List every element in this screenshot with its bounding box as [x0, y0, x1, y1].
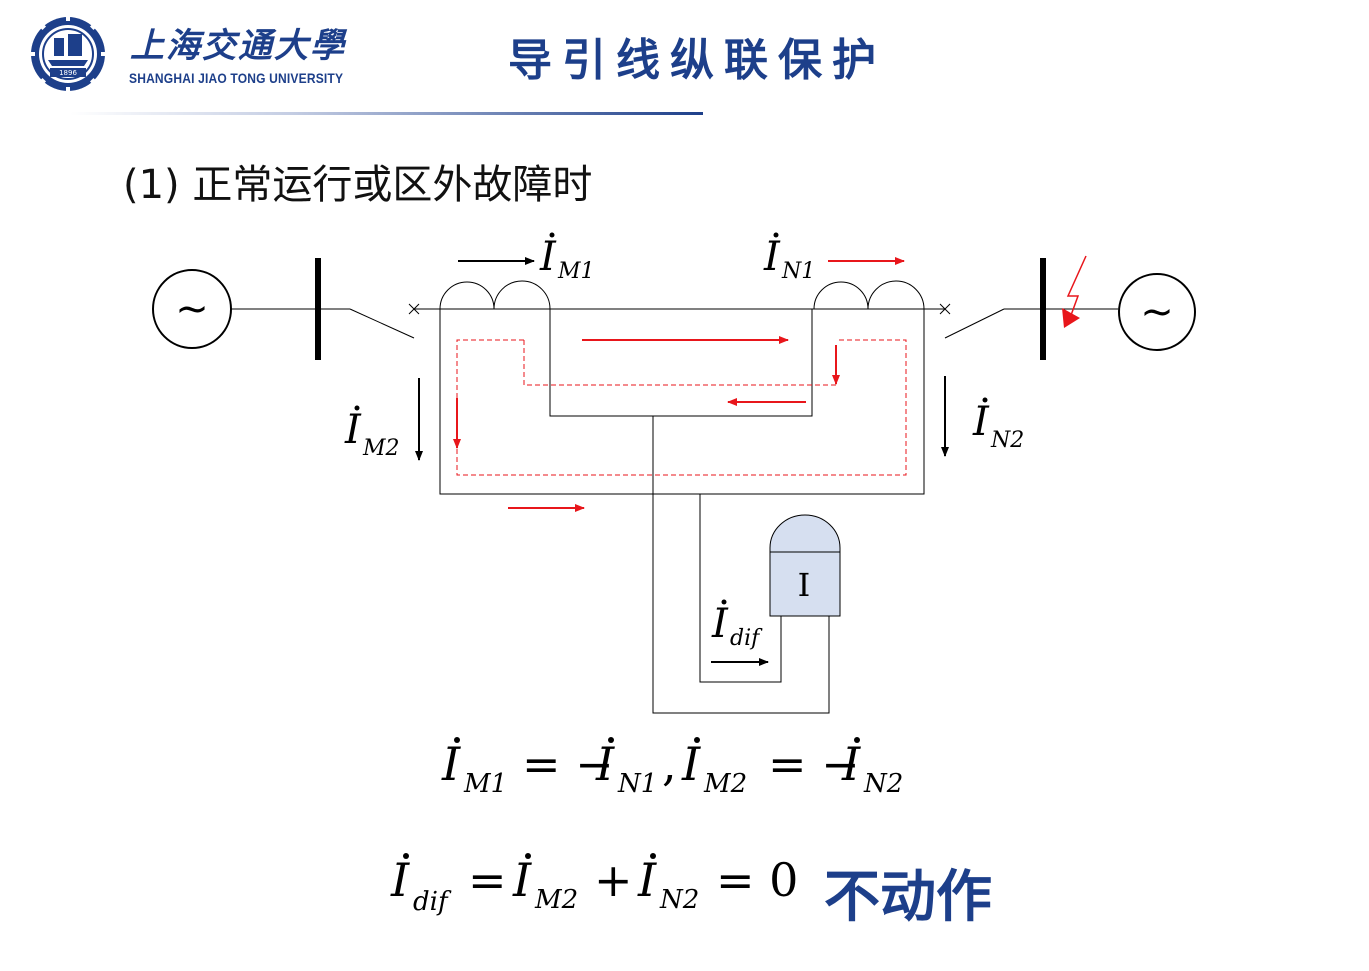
relay-label: I [798, 566, 811, 604]
svg-text:M2: M2 [703, 769, 747, 799]
label-im1: I M1 [539, 232, 595, 284]
section-heading: (1) 正常运行或区外故障时 [123, 162, 593, 208]
svg-text:dif: dif [413, 887, 452, 917]
svg-text:I: I [441, 737, 461, 791]
svg-text:=: = [468, 853, 507, 907]
svg-text:M1: M1 [463, 769, 507, 799]
svg-text:I: I [344, 407, 362, 453]
equation-differential-current: I dif = I M2 + I N2 = 0 [390, 853, 798, 917]
svg-text:N2: N2 [863, 769, 903, 799]
pilot-wire-circuit [439, 309, 925, 714]
svg-text:I: I [763, 234, 781, 280]
circulating-current-path [456, 339, 907, 476]
svg-text:= −: = − [522, 737, 614, 791]
svg-text:I: I [390, 853, 410, 907]
svg-text:I: I [595, 737, 615, 791]
header-divider [70, 112, 703, 115]
svg-text:I: I [711, 601, 729, 647]
university-logo: 1896 [29, 15, 107, 93]
label-im2: I M2 [344, 405, 400, 461]
current-flow-arrows [453, 257, 905, 512]
svg-text:,: , [662, 737, 677, 791]
ct-m [439, 280, 551, 310]
svg-text:I: I [841, 737, 861, 791]
slide-header: 1896 上海交通大學 SHANGHAI JIAO TONG UNIVERSIT… [0, 0, 1369, 120]
svg-text:I: I [972, 399, 990, 445]
svg-text:I: I [681, 737, 701, 791]
svg-text:dif: dif [730, 626, 763, 651]
svg-text:N2: N2 [990, 428, 1024, 453]
university-name-cn: 上海交通大學 [130, 26, 346, 66]
source-right: ~ [1118, 273, 1196, 351]
ct-n [813, 280, 925, 310]
svg-text:M1: M1 [557, 259, 595, 284]
source-left: ~ [152, 269, 232, 349]
source-right-symbol: ~ [1140, 289, 1174, 335]
svg-text:= 0: = 0 [716, 853, 798, 907]
svg-text:N2: N2 [659, 885, 699, 915]
logo-year: 1896 [59, 69, 77, 77]
label-idif: I dif [711, 599, 763, 651]
svg-text:I: I [539, 234, 557, 280]
source-left-symbol: ~ [175, 286, 209, 332]
svg-text:M2: M2 [362, 436, 400, 461]
slide-title: 导引线纵联保护 [508, 35, 886, 86]
svg-text:I: I [637, 853, 657, 907]
svg-text:+: + [594, 853, 633, 907]
breaker-left [318, 303, 420, 339]
svg-text:M2: M2 [534, 885, 578, 915]
svg-text:N1: N1 [781, 259, 815, 284]
svg-text:= −: = − [768, 737, 860, 791]
reference-arrows [415, 257, 949, 666]
fault-lightning-icon [1062, 255, 1087, 328]
svg-text:N1: N1 [617, 769, 657, 799]
breaker-right [939, 303, 1043, 339]
university-name-en: SHANGHAI JIAO TONG UNIVERSITY [129, 70, 344, 86]
label-in1: I N1 [763, 232, 815, 284]
relay-status-no-trip: 不动作 [824, 865, 992, 930]
label-in2: I N2 [972, 397, 1024, 453]
svg-text:I: I [512, 853, 532, 907]
equation-current-relation: I M1 = − I N1 , I M2 = − I N2 [441, 737, 903, 799]
differential-relay: I [769, 514, 841, 617]
